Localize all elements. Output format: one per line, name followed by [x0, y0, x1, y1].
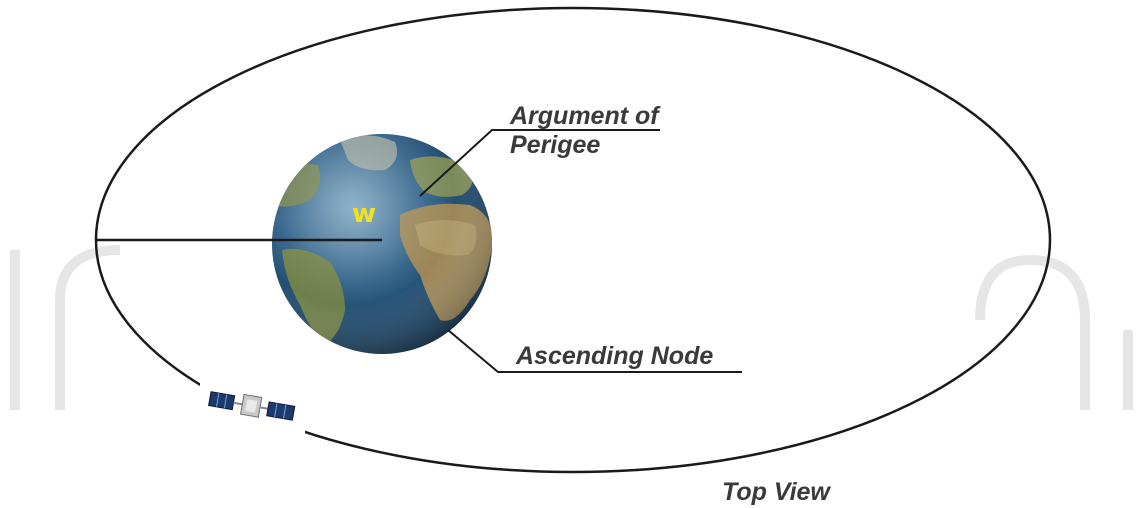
omega-symbol: w	[352, 199, 376, 229]
argument-of-perigee-label-line2: Perigee	[510, 131, 600, 159]
argument-of-perigee-label-line1: Argument of	[509, 102, 661, 130]
background-watermark	[10, 245, 1133, 410]
satellite-icon	[208, 391, 296, 421]
ascending-node-leader	[447, 329, 742, 373]
ascending-node-label: Ascending Node	[515, 342, 713, 370]
top-view-caption: Top View	[722, 478, 831, 506]
earth-icon	[272, 134, 492, 354]
argument-of-perigee-leader	[419, 129, 660, 197]
